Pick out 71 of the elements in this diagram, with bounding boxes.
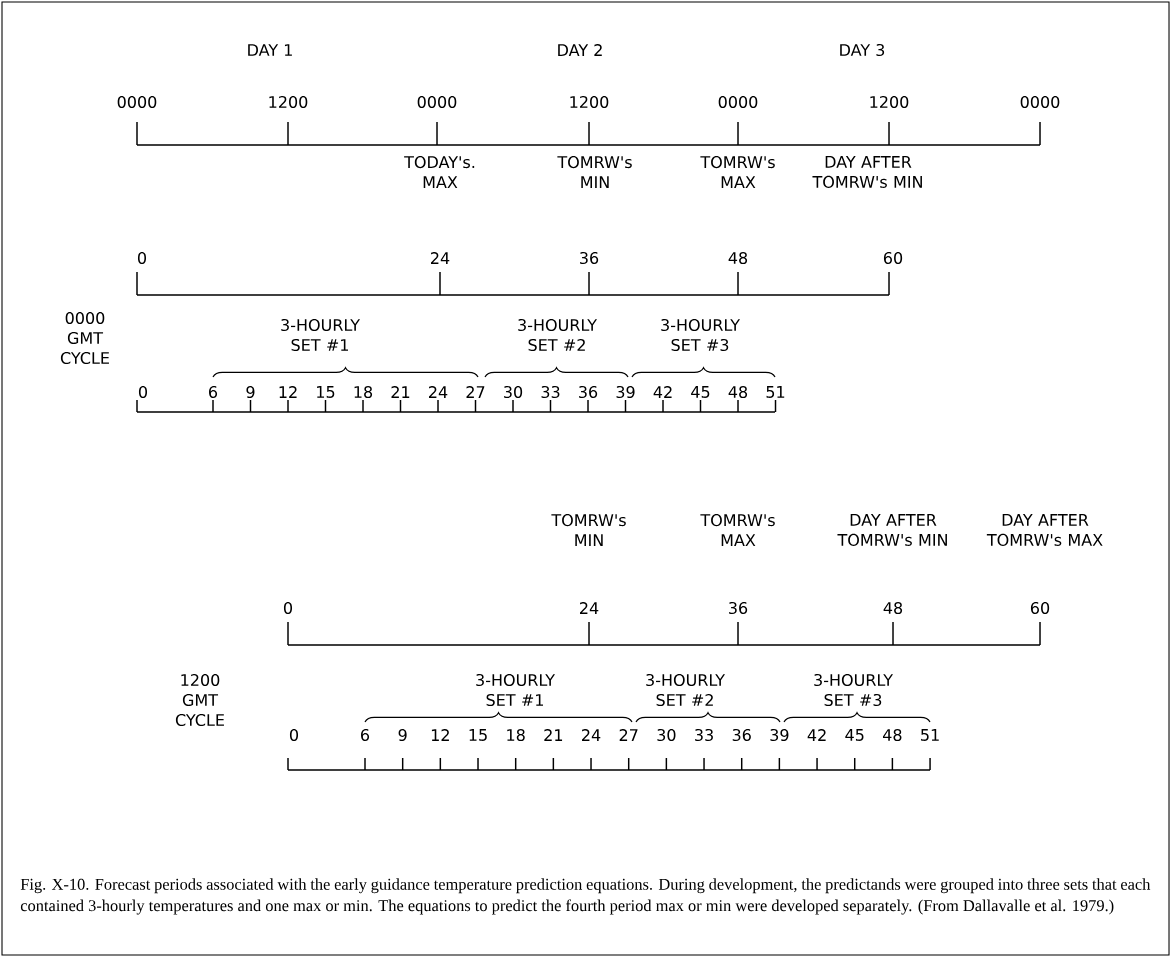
hour-label: 51 <box>766 386 785 398</box>
set-label: 3-HOURLY SET #2 <box>518 318 598 352</box>
hour-label: 18 <box>507 728 525 742</box>
set-label: 3-HOURLY SET #1 <box>476 673 556 707</box>
hour-label: 36 <box>732 728 751 742</box>
time-label: 0000 <box>117 95 157 109</box>
hour-label: 0 <box>137 251 147 265</box>
hour-label: 12 <box>431 729 449 741</box>
set-label: 3-HOURLY SET #1 <box>281 318 361 352</box>
hour-label: 39 <box>770 728 789 742</box>
hour-label: 60 <box>883 251 903 265</box>
set-label: 3-HOURLY SET #3 <box>661 318 741 352</box>
hour-label: 36 <box>580 251 599 265</box>
time-label: 0000 <box>1020 95 1060 109</box>
hour-label: 6 <box>361 728 370 742</box>
time-label: 1200 <box>269 95 308 109</box>
hour-label: 0 <box>289 728 299 742</box>
hour-label: 30 <box>504 385 523 399</box>
hour-label: 36 <box>579 385 598 399</box>
hour-label: 15 <box>317 386 335 398</box>
day-label: DAY 2 <box>558 44 602 56</box>
hour-label: 24 <box>431 252 450 264</box>
forecast-label: TODAY's. MAX <box>404 156 475 188</box>
forecast-label: DAY AFTER TOMRW's MIN <box>837 514 947 546</box>
hour-label: 39 <box>616 385 635 399</box>
forecast-label: TOMRW's MAX <box>700 156 775 188</box>
hour-label: 12 <box>279 386 297 398</box>
time-label: 0000 <box>718 95 758 109</box>
hour-label: 33 <box>541 385 560 399</box>
forecast-label: DAY AFTER TOMRW's MIN <box>812 156 922 188</box>
hour-label: 30 <box>657 728 676 742</box>
hour-label: 48 <box>728 385 748 399</box>
day-label: DAY 1 <box>248 44 292 56</box>
hour-label: 24 <box>582 729 601 741</box>
hour-label: 36 <box>729 601 748 615</box>
forecast-label: DAY AFTER TOMRW's MAX <box>986 514 1103 546</box>
hour-label: 33 <box>695 728 713 742</box>
hour-label: 24 <box>429 386 448 398</box>
forecast-label: TOMRW's MAX <box>700 514 775 546</box>
time-label: 1200 <box>570 95 609 109</box>
set-label: 3-HOURLY SET #2 <box>646 673 726 707</box>
hour-label: 21 <box>544 729 563 741</box>
hour-label: 42 <box>807 729 826 741</box>
hour-label: 6 <box>209 385 218 399</box>
hour-label: 45 <box>845 729 864 741</box>
hour-label: 15 <box>469 729 487 741</box>
caption: Fig. X-10. Forecast periods associated with the early guidance temperature prediction equations. During development, the predictands were grouped into three sets that each contained 3-hourly temperatures and one max or min. The equations to predict the fourth period max or min were developed separately. (From Dallavalle et al. 1979.) <box>20 878 1151 915</box>
hour-label: 0 <box>138 385 148 399</box>
hour-label: 48 <box>883 728 902 742</box>
time-label: 1200 <box>870 95 909 109</box>
forecast-label: TOMRW's MIN <box>551 514 626 546</box>
cycle-label: 0000 GMT CYCLE <box>60 311 109 365</box>
hour-label: 21 <box>391 386 410 398</box>
day-label: DAY 3 <box>840 43 885 57</box>
hour-label: 9 <box>398 728 407 742</box>
hour-label: 27 <box>466 386 485 398</box>
hour-label: 48 <box>883 601 903 615</box>
hour-label: 60 <box>1030 601 1050 615</box>
time-label: 0000 <box>417 95 457 109</box>
hour-label: 9 <box>246 385 255 399</box>
hour-label: 18 <box>354 385 373 399</box>
hour-label: 27 <box>619 729 638 741</box>
hour-label: 24 <box>580 602 599 614</box>
cycle-label: 1200 GMT CYCLE <box>175 673 224 727</box>
set-label: 3-HOURLY SET #3 <box>814 673 894 707</box>
hour-label: 0 <box>283 601 293 615</box>
forecast-label: TOMRW's MIN <box>557 156 632 188</box>
hour-label: 42 <box>653 386 672 398</box>
hour-label: 45 <box>691 386 710 398</box>
hour-label: 48 <box>728 251 748 265</box>
hour-label: 51 <box>921 729 939 741</box>
